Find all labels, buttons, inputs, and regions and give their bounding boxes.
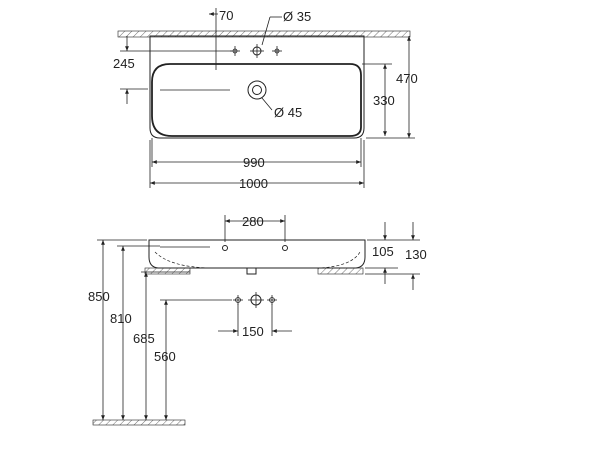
dim-hole-spacing: 280 [242, 214, 264, 229]
basin-outline [149, 35, 365, 139]
bracket-right [317, 267, 364, 275]
waste-connection-right [267, 295, 277, 305]
dim-height-685: 685 [133, 331, 155, 346]
dim-drain: Ø 45 [274, 105, 302, 120]
bracket-left [144, 267, 191, 275]
dim-rim-height: 105 [372, 244, 394, 259]
waste-connection-center [248, 292, 264, 308]
front-tap-hole-left [222, 245, 228, 251]
dim-total-height: 130 [405, 247, 427, 262]
dim-tap-hole: Ø 35 [283, 9, 311, 24]
dim-waste-spacing: 150 [242, 324, 264, 339]
bowl-hidden-line [154, 251, 361, 269]
waste-outlet [246, 267, 257, 275]
dim-bowl-depth: 330 [373, 93, 395, 108]
tap-hole-marker-right [272, 46, 282, 56]
dim-tap-offset: 70 [219, 8, 233, 23]
front-view: 280 105 130 850 810 685 560 [88, 214, 427, 426]
dim-height-810: 810 [110, 311, 132, 326]
dim-tap-depth: 245 [113, 56, 135, 71]
front-tap-hole-right [282, 245, 288, 251]
floor-hatch [92, 419, 186, 426]
dim-height-850: 850 [88, 289, 110, 304]
waste-connection-left [233, 295, 243, 305]
top-view: 70 Ø 35 245 470 330 Ø 45 990 1000 [113, 8, 418, 191]
drain-outer [247, 80, 267, 100]
drain-inner [252, 85, 262, 95]
dim-total-depth: 470 [396, 71, 418, 86]
basin-front-outline [148, 239, 366, 269]
dim-total-width: 1000 [239, 176, 268, 191]
dim-height-560: 560 [154, 349, 176, 364]
dim-bowl-width: 990 [243, 155, 265, 170]
bowl-outline [151, 63, 362, 137]
